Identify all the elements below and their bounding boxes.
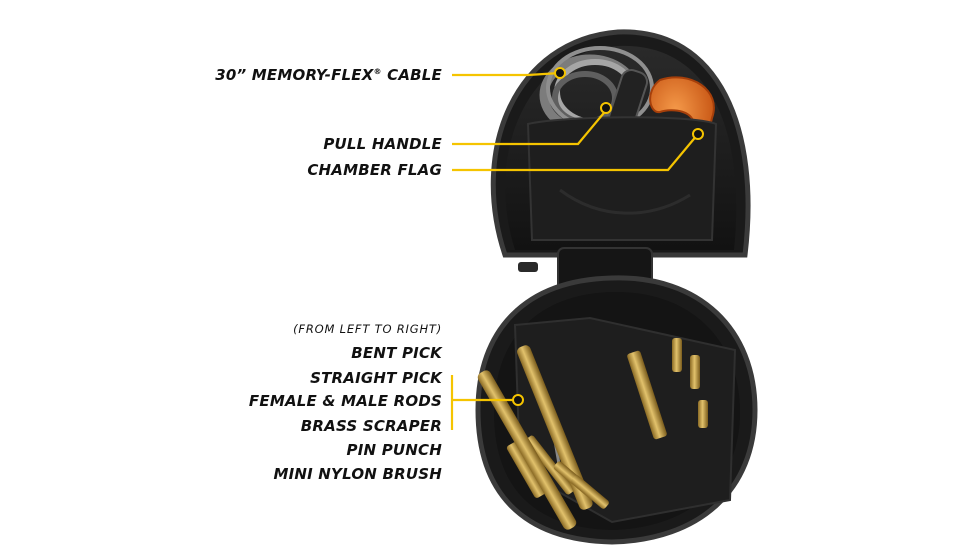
order-note: (FROM LEFT TO RIGHT) [293, 322, 442, 336]
tool-label: BENT PICK [351, 344, 442, 362]
tool-label: FEMALE & MALE RODS [248, 392, 442, 410]
cable-label-text: 30” MEMORY-FLEX [215, 66, 374, 84]
brass-scraper [627, 350, 667, 440]
cable-label-suffix: CABLE [381, 66, 442, 84]
tool-label: MINI NYLON BRUSH [273, 465, 442, 483]
straight-pick [525, 435, 575, 495]
tool-label: PIN PUNCH [346, 441, 442, 459]
callout-dots [512, 67, 704, 406]
tool-label: BRASS SCRAPER [300, 417, 442, 435]
tool-label: STRAIGHT PICK [310, 369, 442, 387]
case-tray [475, 275, 758, 545]
mesh-pocket [526, 116, 718, 241]
registered-mark: ® [373, 67, 382, 76]
chamber-flag-label: CHAMBER FLAG [307, 161, 442, 179]
cable-label: 30” MEMORY-FLEX® CABLE [215, 66, 442, 84]
callout-line-pull-handle [452, 107, 609, 146]
callout-lines [450, 71, 699, 430]
mini-nylon-brush [553, 461, 609, 509]
pin-punch [672, 338, 708, 428]
callout-line-chamber-flag [452, 133, 699, 172]
pull-handle-label: PULL HANDLE [323, 135, 442, 153]
female-male-rods [477, 345, 593, 530]
callout-line-cable [452, 71, 561, 77]
